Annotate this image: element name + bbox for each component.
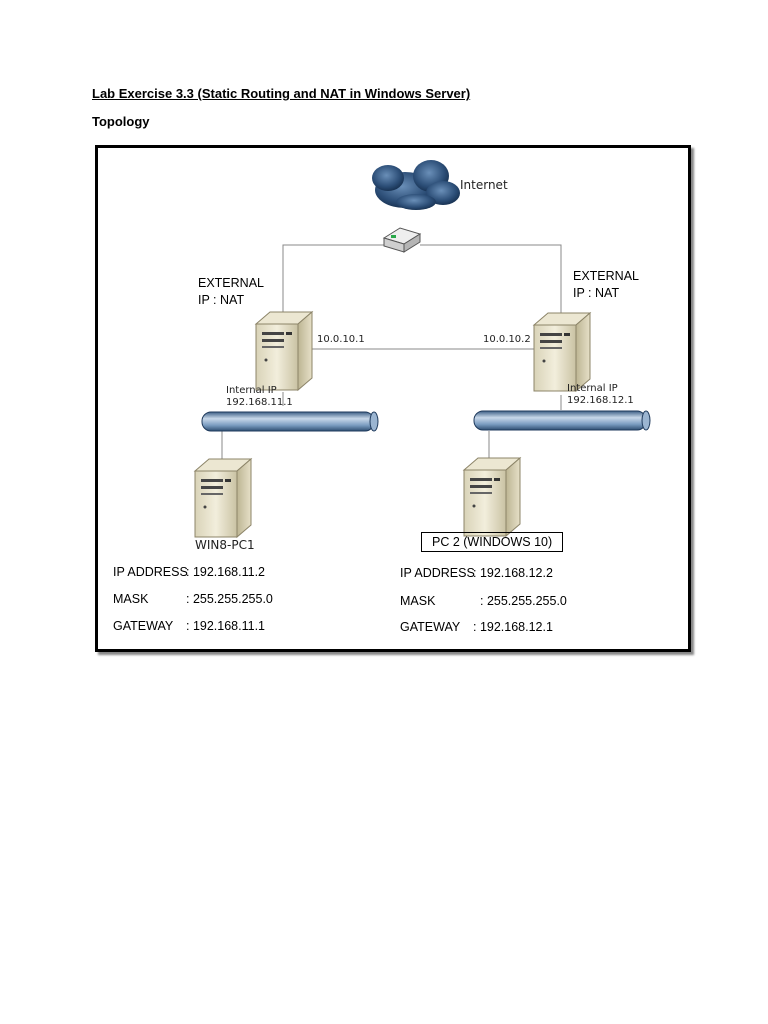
pc2-icon	[463, 457, 521, 537]
right-network-bus	[473, 410, 651, 431]
document-subheading: Topology	[92, 114, 150, 129]
right-internal-ip-label: Internal IP 192.168.12.1	[567, 383, 634, 406]
internet-label: Internet	[460, 178, 508, 192]
connection-lines	[221, 244, 562, 466]
document-heading: Lab Exercise 3.3 (Static Routing and NAT…	[92, 86, 471, 101]
topology-diagram: Internet EXTERNAL IP : NAT EXTERNAL IP :…	[95, 145, 691, 652]
right-link-ip: 10.0.10.2	[483, 334, 531, 345]
pc1-name: WIN8-PC1	[195, 538, 255, 552]
right-external-label: EXTERNAL IP : NAT	[573, 269, 639, 300]
internet-cloud-icon	[372, 160, 460, 210]
router-icon	[382, 227, 422, 253]
pc1-icon	[194, 458, 252, 538]
left-external-label: EXTERNAL IP : NAT	[198, 276, 264, 307]
left-server-icon	[255, 311, 313, 391]
right-server-icon	[533, 312, 591, 392]
topology-graphics	[194, 160, 651, 538]
pc2-name-box: PC 2 (WINDOWS 10)	[421, 532, 564, 552]
left-network-bus	[201, 411, 379, 432]
left-link-ip: 10.0.10.1	[317, 334, 365, 345]
left-internal-ip-label: Internal IP 192.168.11.1	[226, 385, 293, 408]
